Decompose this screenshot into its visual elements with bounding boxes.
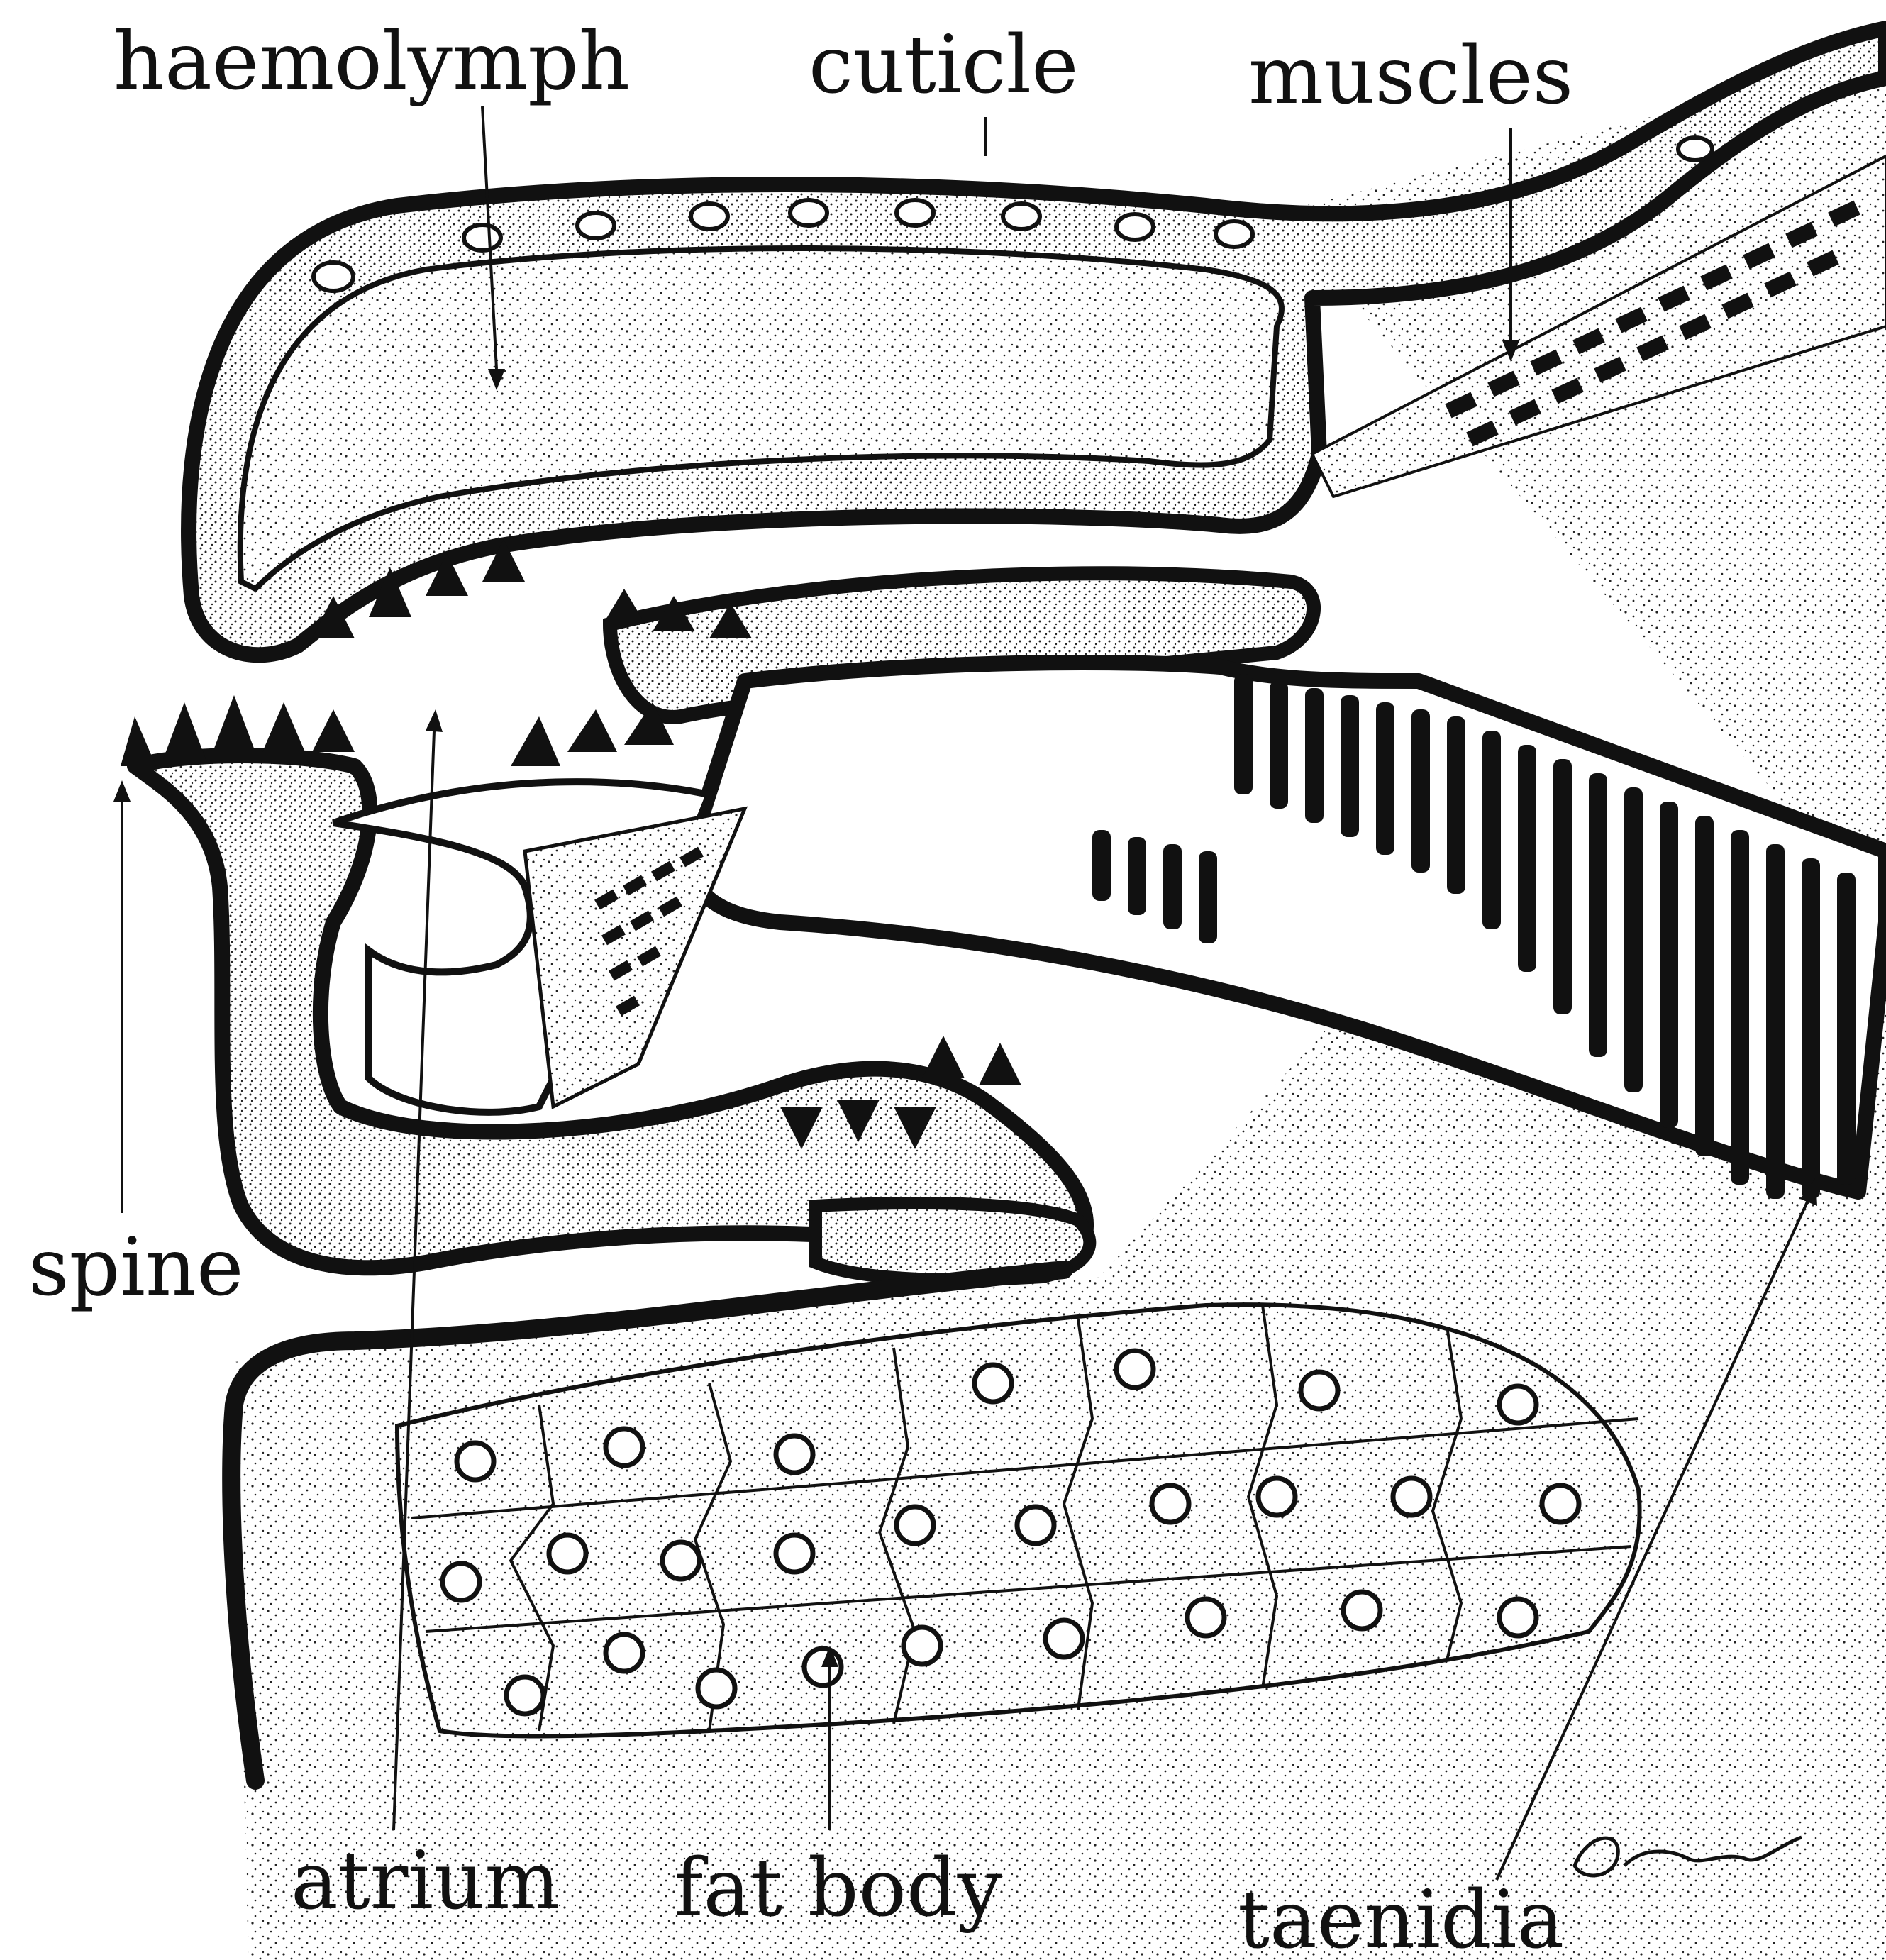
label-fat-body: fat body bbox=[674, 1842, 1002, 1934]
label-taenidia: taenidia bbox=[1238, 1874, 1564, 1960]
label-cuticle: cuticle bbox=[809, 19, 1079, 111]
label-spine: spine bbox=[28, 1222, 243, 1314]
label-haemolymph: haemolymph bbox=[113, 16, 630, 108]
label-muscles: muscles bbox=[1248, 30, 1573, 122]
label-atrium: atrium bbox=[291, 1835, 560, 1927]
